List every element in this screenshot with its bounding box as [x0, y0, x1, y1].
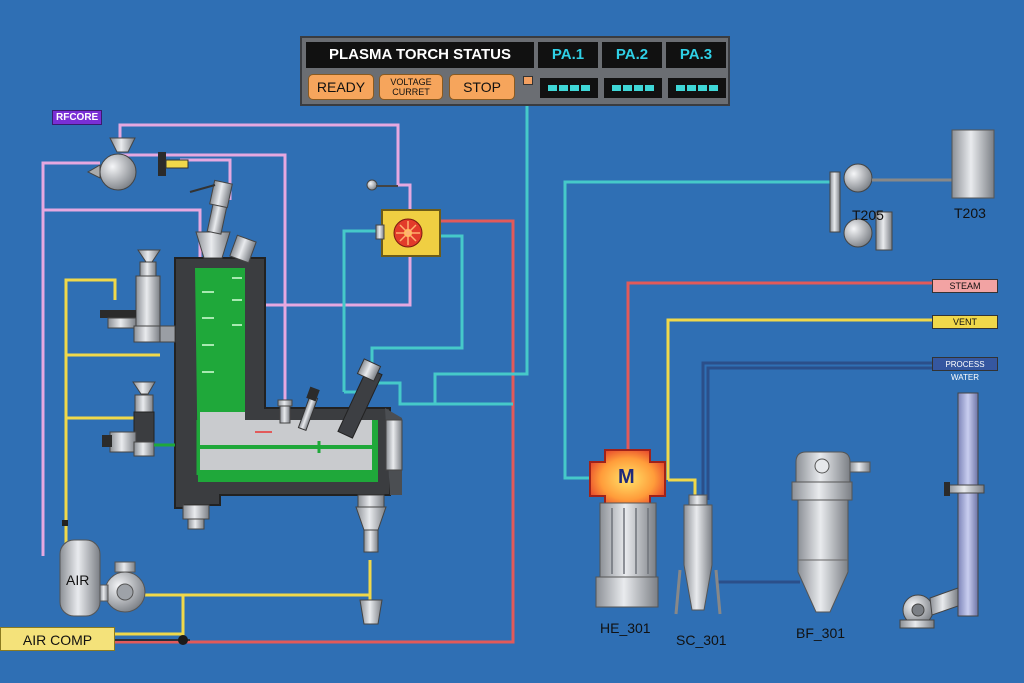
current-label: CURRET: [392, 87, 430, 97]
injector-upper[interactable]: [100, 249, 176, 343]
pa3-display: [668, 78, 726, 98]
pa2-display: [604, 78, 662, 98]
pipes-blue: [701, 361, 935, 584]
t203-label: T203: [954, 205, 986, 221]
injector-lower[interactable]: [102, 381, 175, 457]
exhaust-fan[interactable]: [899, 587, 959, 629]
voltage-current-button[interactable]: VOLTAGE CURRET: [379, 74, 443, 100]
t205-label: T205: [852, 207, 884, 223]
channel-header-pa2: PA.2: [602, 42, 662, 68]
panel-title: PLASMA TORCH STATUS: [306, 42, 534, 68]
process-water-outlet-tag[interactable]: PROCESS WATER: [932, 357, 998, 382]
pipe-junction: [178, 635, 188, 645]
rfcore-label[interactable]: RFCORE: [52, 110, 103, 125]
channel-header-pa3: PA.3: [666, 42, 726, 68]
t205-pump-pair[interactable]: [829, 163, 952, 251]
he-301-label: HE_301: [600, 620, 651, 636]
ready-button[interactable]: READY: [308, 74, 374, 100]
plasma-reactor[interactable]: [174, 179, 403, 625]
sc-301-label: SC_301: [676, 632, 727, 648]
vent-outlet-tag[interactable]: VENT: [932, 315, 998, 329]
stop-button[interactable]: STOP: [449, 74, 515, 100]
he-301-exchanger[interactable]: [589, 449, 666, 608]
status-indicator-lamp[interactable]: [523, 76, 533, 85]
bf-301-baghouse[interactable]: [791, 451, 871, 613]
pa1-display: [540, 78, 598, 98]
steam-outlet-tag[interactable]: STEAM: [932, 279, 998, 293]
motor-label: M: [618, 466, 635, 488]
air-receiver-tank[interactable]: [59, 520, 101, 617]
bf-301-label: BF_301: [796, 625, 846, 641]
sc-301-cyclone[interactable]: [674, 494, 722, 615]
t203-tank[interactable]: [951, 129, 995, 199]
exhaust-stack[interactable]: [944, 392, 985, 617]
channel-header-pa1: PA.1: [538, 42, 598, 68]
torch-valve-box[interactable]: [366, 179, 441, 257]
rfcore-feeder[interactable]: [86, 137, 189, 191]
pipes-red: [115, 219, 935, 644]
pipes-cyan: [342, 82, 835, 480]
air-compressor[interactable]: [99, 561, 146, 613]
voltage-label: VOLTAGE: [390, 77, 432, 87]
air-comp-label[interactable]: AIR COMP: [0, 627, 115, 651]
plasma-torch-status-panel: PLASMA TORCH STATUS PA.1 PA.2 PA.3 READY…: [300, 36, 730, 106]
pipes-pink: [41, 123, 412, 556]
air-tank-label: AIR: [66, 572, 90, 588]
